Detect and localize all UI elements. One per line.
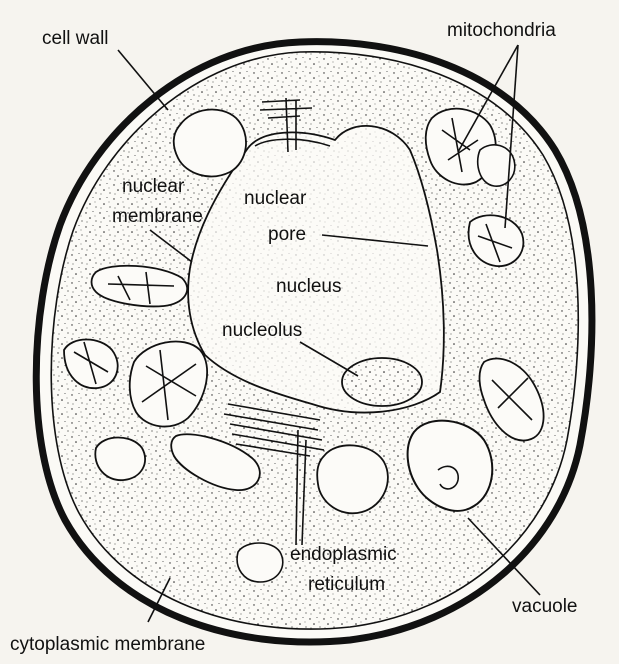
leader-cell-wall [118, 50, 168, 110]
label-nuclear-membrane-line1: nuclear [122, 176, 185, 197]
label-cytoplasmic-membrane: cytoplasmic membrane [10, 634, 205, 655]
label-nuclear-pore-line1: nuclear [244, 188, 307, 209]
label-endoplasmic-reticulum-line2: reticulum [308, 574, 385, 595]
label-vacuole: vacuole [512, 596, 578, 617]
label-nucleus: nucleus [276, 276, 342, 297]
nucleolus-shape [342, 358, 422, 406]
label-nuclear-pore-line2: pore [268, 224, 306, 245]
label-nuclear-membrane-line2: membrane [112, 206, 203, 227]
label-nucleolus: nucleolus [222, 320, 302, 341]
label-endoplasmic-reticulum-line1: endoplasmic [290, 544, 397, 565]
label-cell-wall: cell wall [42, 28, 109, 49]
label-mitochondria: mitochondria [447, 20, 556, 41]
